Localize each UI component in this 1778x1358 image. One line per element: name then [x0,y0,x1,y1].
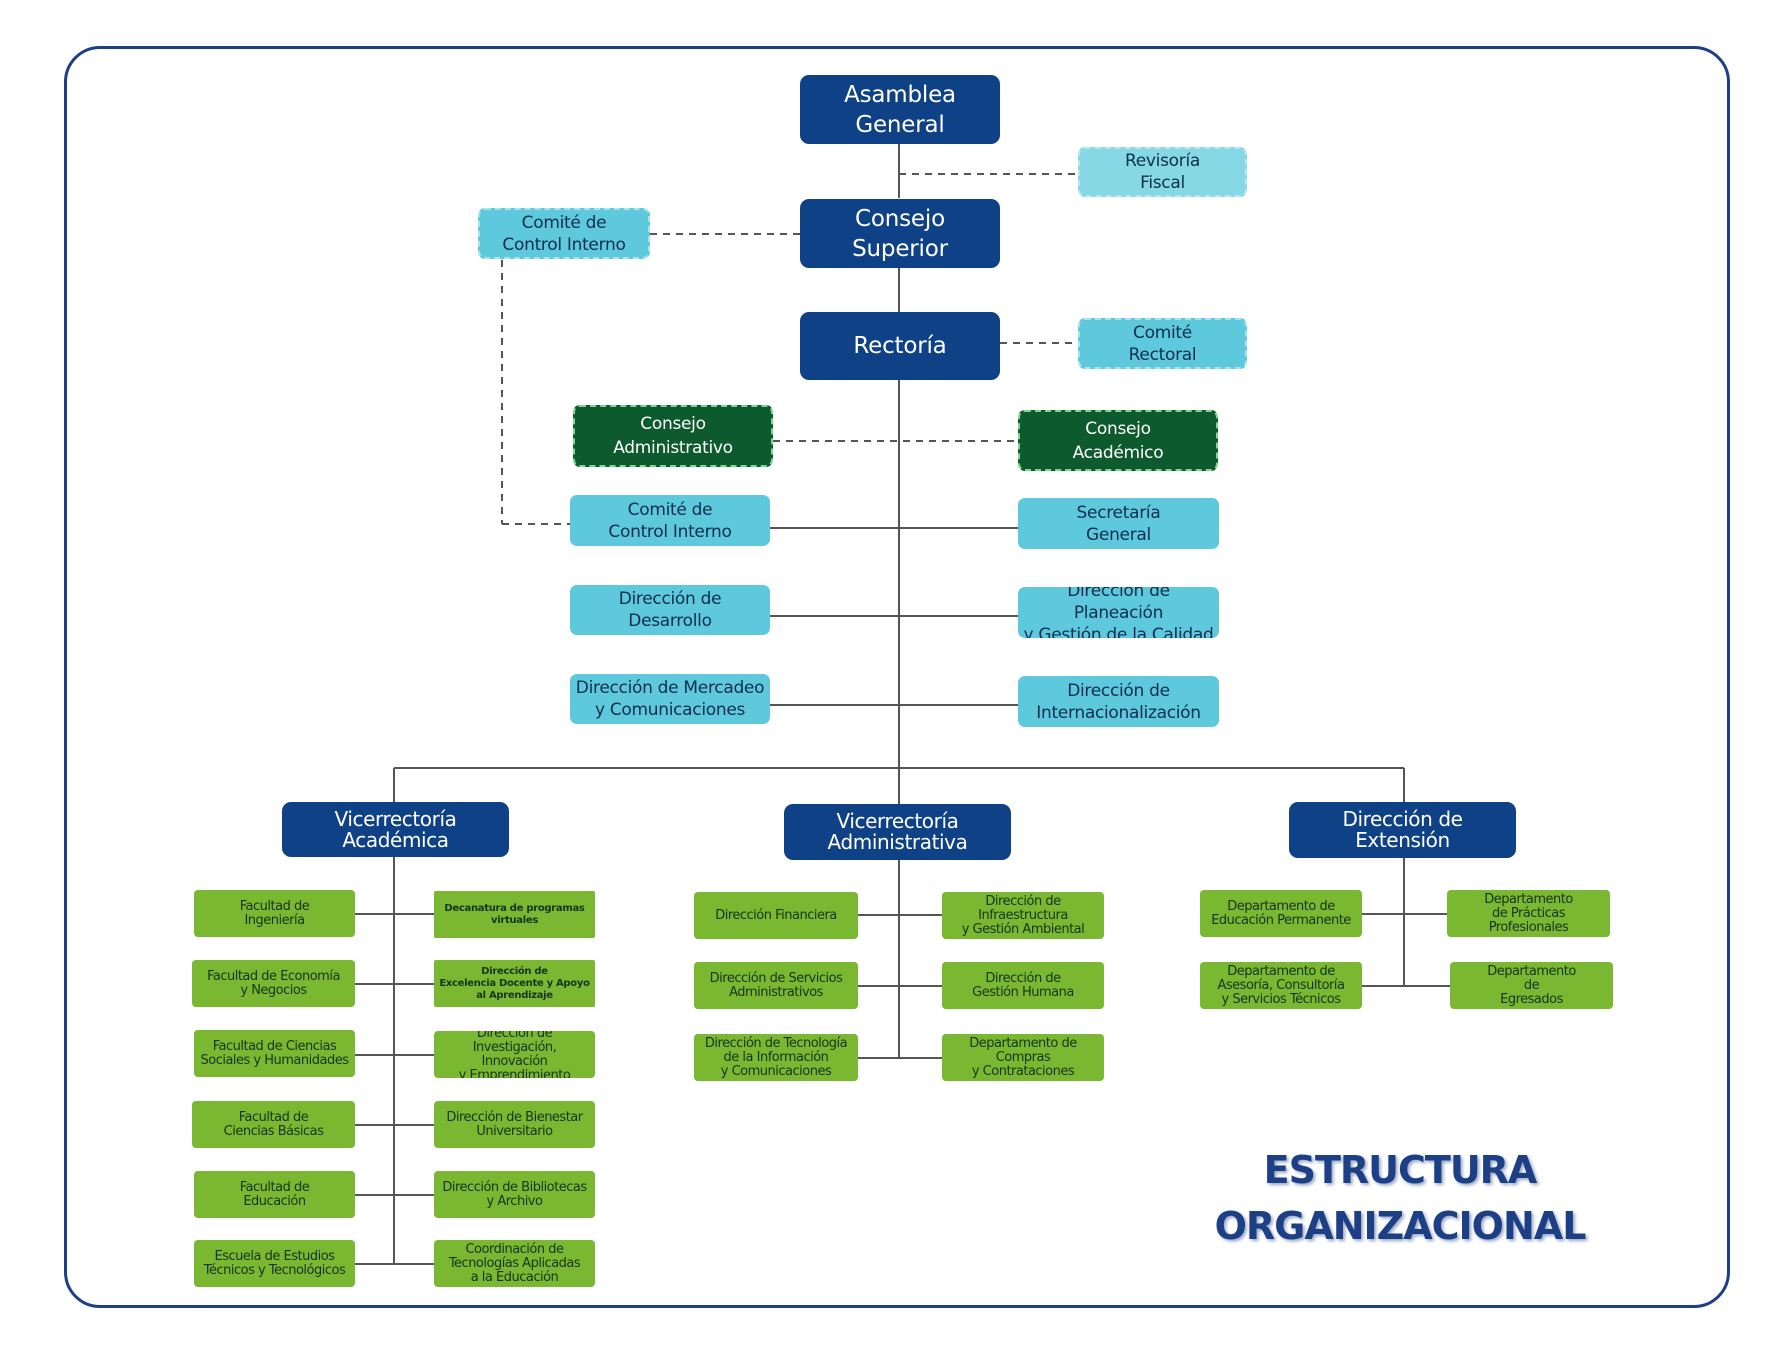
box-gestion-humana: Dirección de Gestión Humana [942,962,1104,1009]
box-rectoria: Rectoría [800,312,1000,380]
box-asamblea-general: Asamblea General [800,75,1000,144]
box-bienestar-universitario: Dirección de Bienestar Universitario [434,1101,595,1148]
box-tecnologia-informacion: Dirección de Tecnología de la Informació… [694,1034,858,1081]
box-facultad-ciencias-basicas: Facultad de Ciencias Básicas [192,1101,355,1148]
box-comite-control-interno-top: Comité de Control Interno [478,208,650,259]
box-investigacion-innovacion: Dirección de Investigación, Innovación y… [434,1031,595,1078]
box-direccion-financiera: Dirección Financiera [694,892,858,939]
diagram-title: ESTRUCTURA ORGANIZACIONAL [1214,1148,1587,1248]
box-educacion-permanente: Departamento de Educación Permanente [1200,890,1362,937]
box-vicerrectoria-academica: Vicerrectoría Académica [282,802,509,857]
box-decanatura-virtuales: Decanatura de programas virtuales [434,891,595,938]
box-secretaria-general: Secretaría General [1018,498,1219,549]
box-escuela-estudios-tecnicos: Escuela de Estudios Técnicos y Tecnológi… [194,1240,355,1287]
box-egresados: Departamento de Egresados [1450,962,1613,1009]
box-servicios-administrativos: Dirección de Servicios Administrativos [694,962,858,1009]
box-consejo-academico: Consejo Académico [1018,410,1218,471]
box-facultad-ingenieria: Facultad de Ingeniería [194,890,355,937]
box-vicerrectoria-administrativa: Vicerrectoría Administrativa [784,804,1011,860]
box-excelencia-docente: Dirección de Excelencia Docente y Apoyo … [434,960,595,1007]
box-infraestructura-ambiental: Dirección de Infraestructura y Gestión A… [942,892,1104,939]
box-facultad-educacion: Facultad de Educación [194,1171,355,1218]
box-consejo-administrativo: Consejo Administrativo [573,405,773,467]
box-direccion-desarrollo: Dirección de Desarrollo [570,585,770,635]
box-comite-rectoral: Comité Rectoral [1078,318,1247,369]
box-tecnologias-aplicadas: Coordinación de Tecnologías Aplicadas a … [434,1240,595,1287]
page-frame [64,46,1730,1308]
box-direccion-internacionalizacion: Dirección de Internacionalización [1018,676,1219,727]
box-bibliotecas-archivo: Dirección de Bibliotecas y Archivo [434,1171,595,1218]
box-revisoria-fiscal: Revisoría Fiscal [1078,147,1247,197]
box-consejo-superior: Consejo Superior [800,199,1000,268]
box-facultad-ciencias-sociales: Facultad de Ciencias Sociales y Humanida… [194,1030,355,1077]
box-direccion-extension: Dirección de Extensión [1289,802,1516,858]
box-asesoria-consultoria: Departamento de Asesoría, Consultoría y … [1200,962,1362,1009]
box-comite-control-interno: Comité de Control Interno [570,495,770,546]
box-direccion-mercadeo: Dirección de Mercadeo y Comunicaciones [570,674,770,724]
box-facultad-economia: Facultad de Economía y Negocios [192,960,355,1007]
box-direccion-planeacion: Dirección de Planeación y Gestión de la … [1018,587,1219,638]
box-compras-contrataciones: Departamento de Compras y Contrataciones [942,1034,1104,1081]
box-practicas-profesionales: Departamento de Prácticas Profesionales [1447,890,1610,937]
